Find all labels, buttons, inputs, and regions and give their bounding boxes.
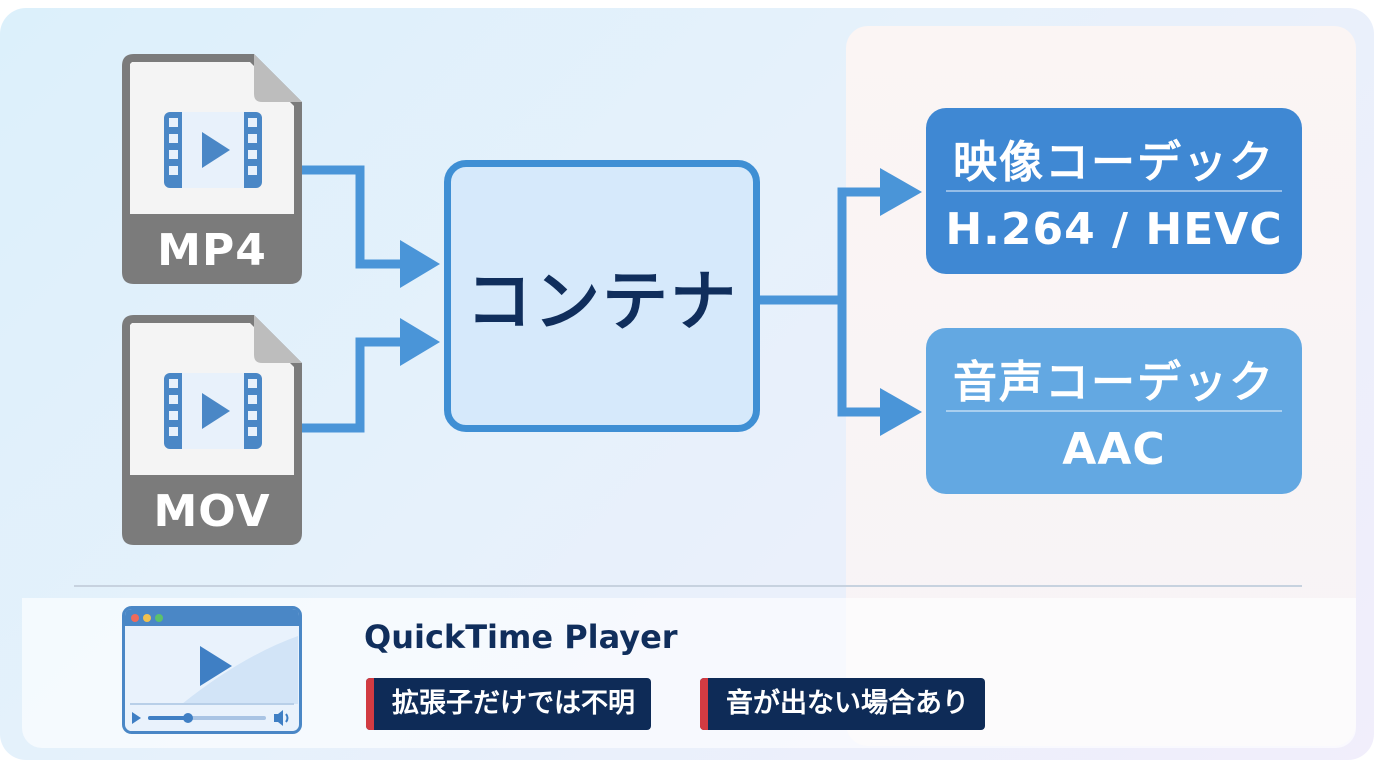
- arrow-to-audio-codec: [837, 300, 886, 417]
- video-file-icon: [122, 315, 302, 545]
- arrow-mp4-to-container: [302, 165, 408, 269]
- video-codec-value: H.264 / HEVC: [945, 204, 1283, 255]
- arrow-mov-to-container: [302, 337, 408, 433]
- player-name: QuickTime Player: [364, 618, 678, 656]
- play-icon: [200, 646, 232, 686]
- audio-codec-box: 音声コーデック AAC: [926, 328, 1302, 494]
- note-badge: 音が出ない場合あり: [700, 678, 985, 730]
- codec-divider: [946, 190, 1282, 192]
- codec-divider: [946, 410, 1282, 412]
- arrowhead-video: [880, 168, 922, 216]
- video-file-icon: [122, 54, 302, 284]
- file-format-label: MOV: [153, 486, 271, 537]
- audio-codec-title: 音声コーデック: [953, 357, 1275, 408]
- audio-codec-value: AAC: [1062, 424, 1166, 475]
- arrowhead-mov: [400, 318, 440, 366]
- arrow-to-video-codec: [837, 187, 886, 300]
- note-badge: 拡張子だけでは不明: [366, 678, 651, 730]
- file-format-label: MP4: [157, 225, 267, 276]
- divider: [74, 585, 1302, 587]
- video-player-window-icon: [122, 606, 302, 734]
- video-codec-title: 映像コーデック: [953, 137, 1275, 188]
- arrowhead-mp4: [400, 240, 440, 288]
- container-label: コンテナ: [466, 263, 738, 340]
- video-codec-box: 映像コーデック H.264 / HEVC: [926, 108, 1302, 274]
- container-box: コンテナ: [444, 160, 760, 432]
- arrowhead-audio: [880, 388, 922, 436]
